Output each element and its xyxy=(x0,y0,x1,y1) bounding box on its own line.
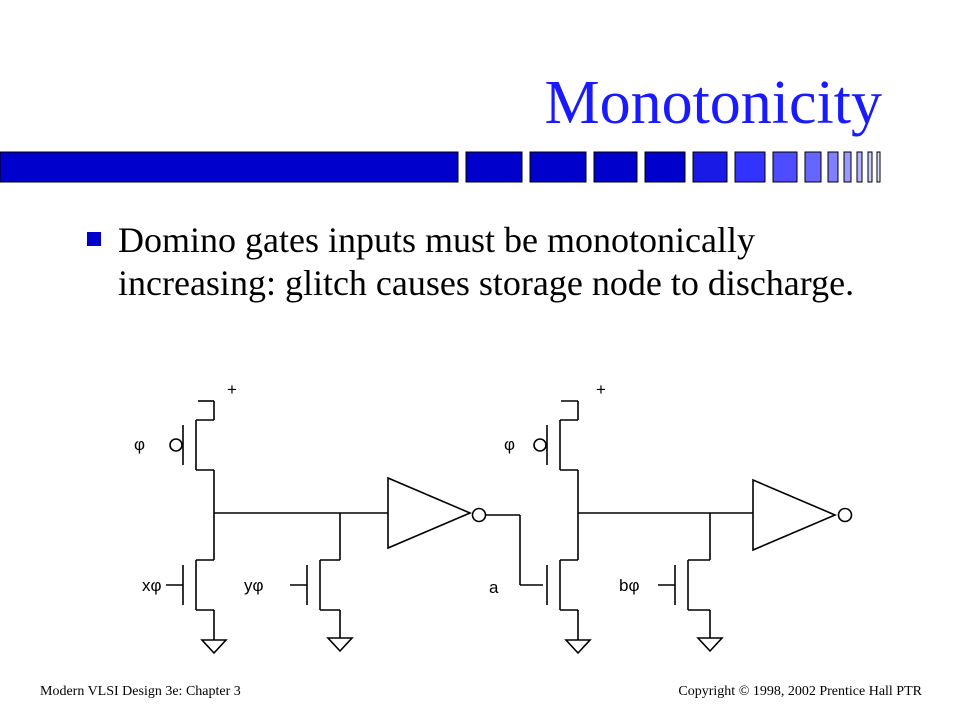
domino-circuit-diagram: + φ xφ yφ + φ a bφ xyxy=(134,380,853,655)
title-decoration-bar xyxy=(0,151,881,183)
bar-segment xyxy=(876,151,881,183)
bullet-square-icon xyxy=(87,232,101,246)
bar-segment xyxy=(827,151,839,183)
bar-segment xyxy=(692,151,728,183)
bar-segment xyxy=(465,151,523,183)
input-a-label: a xyxy=(489,578,499,597)
bar-segment xyxy=(0,151,459,183)
bar-segment xyxy=(593,151,638,183)
footer-copyright: Copyright © 1998, 2002 Prentice Hall PTR xyxy=(678,684,922,699)
input-b-label: bφ xyxy=(619,576,639,595)
footer-course-label: Modern VLSI Design 3e: Chapter 3 xyxy=(40,684,241,699)
bar-segment xyxy=(529,151,587,183)
bar-segment xyxy=(734,151,766,183)
title-bar-segments xyxy=(0,151,881,183)
bar-segment xyxy=(804,151,822,183)
input-y-label: yφ xyxy=(244,576,264,595)
bar-segment xyxy=(867,151,873,183)
bar-segment xyxy=(856,151,863,183)
supply-label: + xyxy=(596,380,606,399)
slide-title: Monotonicity xyxy=(544,69,882,137)
bar-segment xyxy=(772,151,798,183)
clock-label: φ xyxy=(134,435,145,454)
supply-label: + xyxy=(227,380,237,399)
bar-segment xyxy=(644,151,686,183)
clock-label: φ xyxy=(504,435,515,454)
input-x-label: xφ xyxy=(142,576,162,595)
bullet-text: Domino gates inputs must be monotonicall… xyxy=(118,220,855,303)
bar-segment xyxy=(843,151,852,183)
